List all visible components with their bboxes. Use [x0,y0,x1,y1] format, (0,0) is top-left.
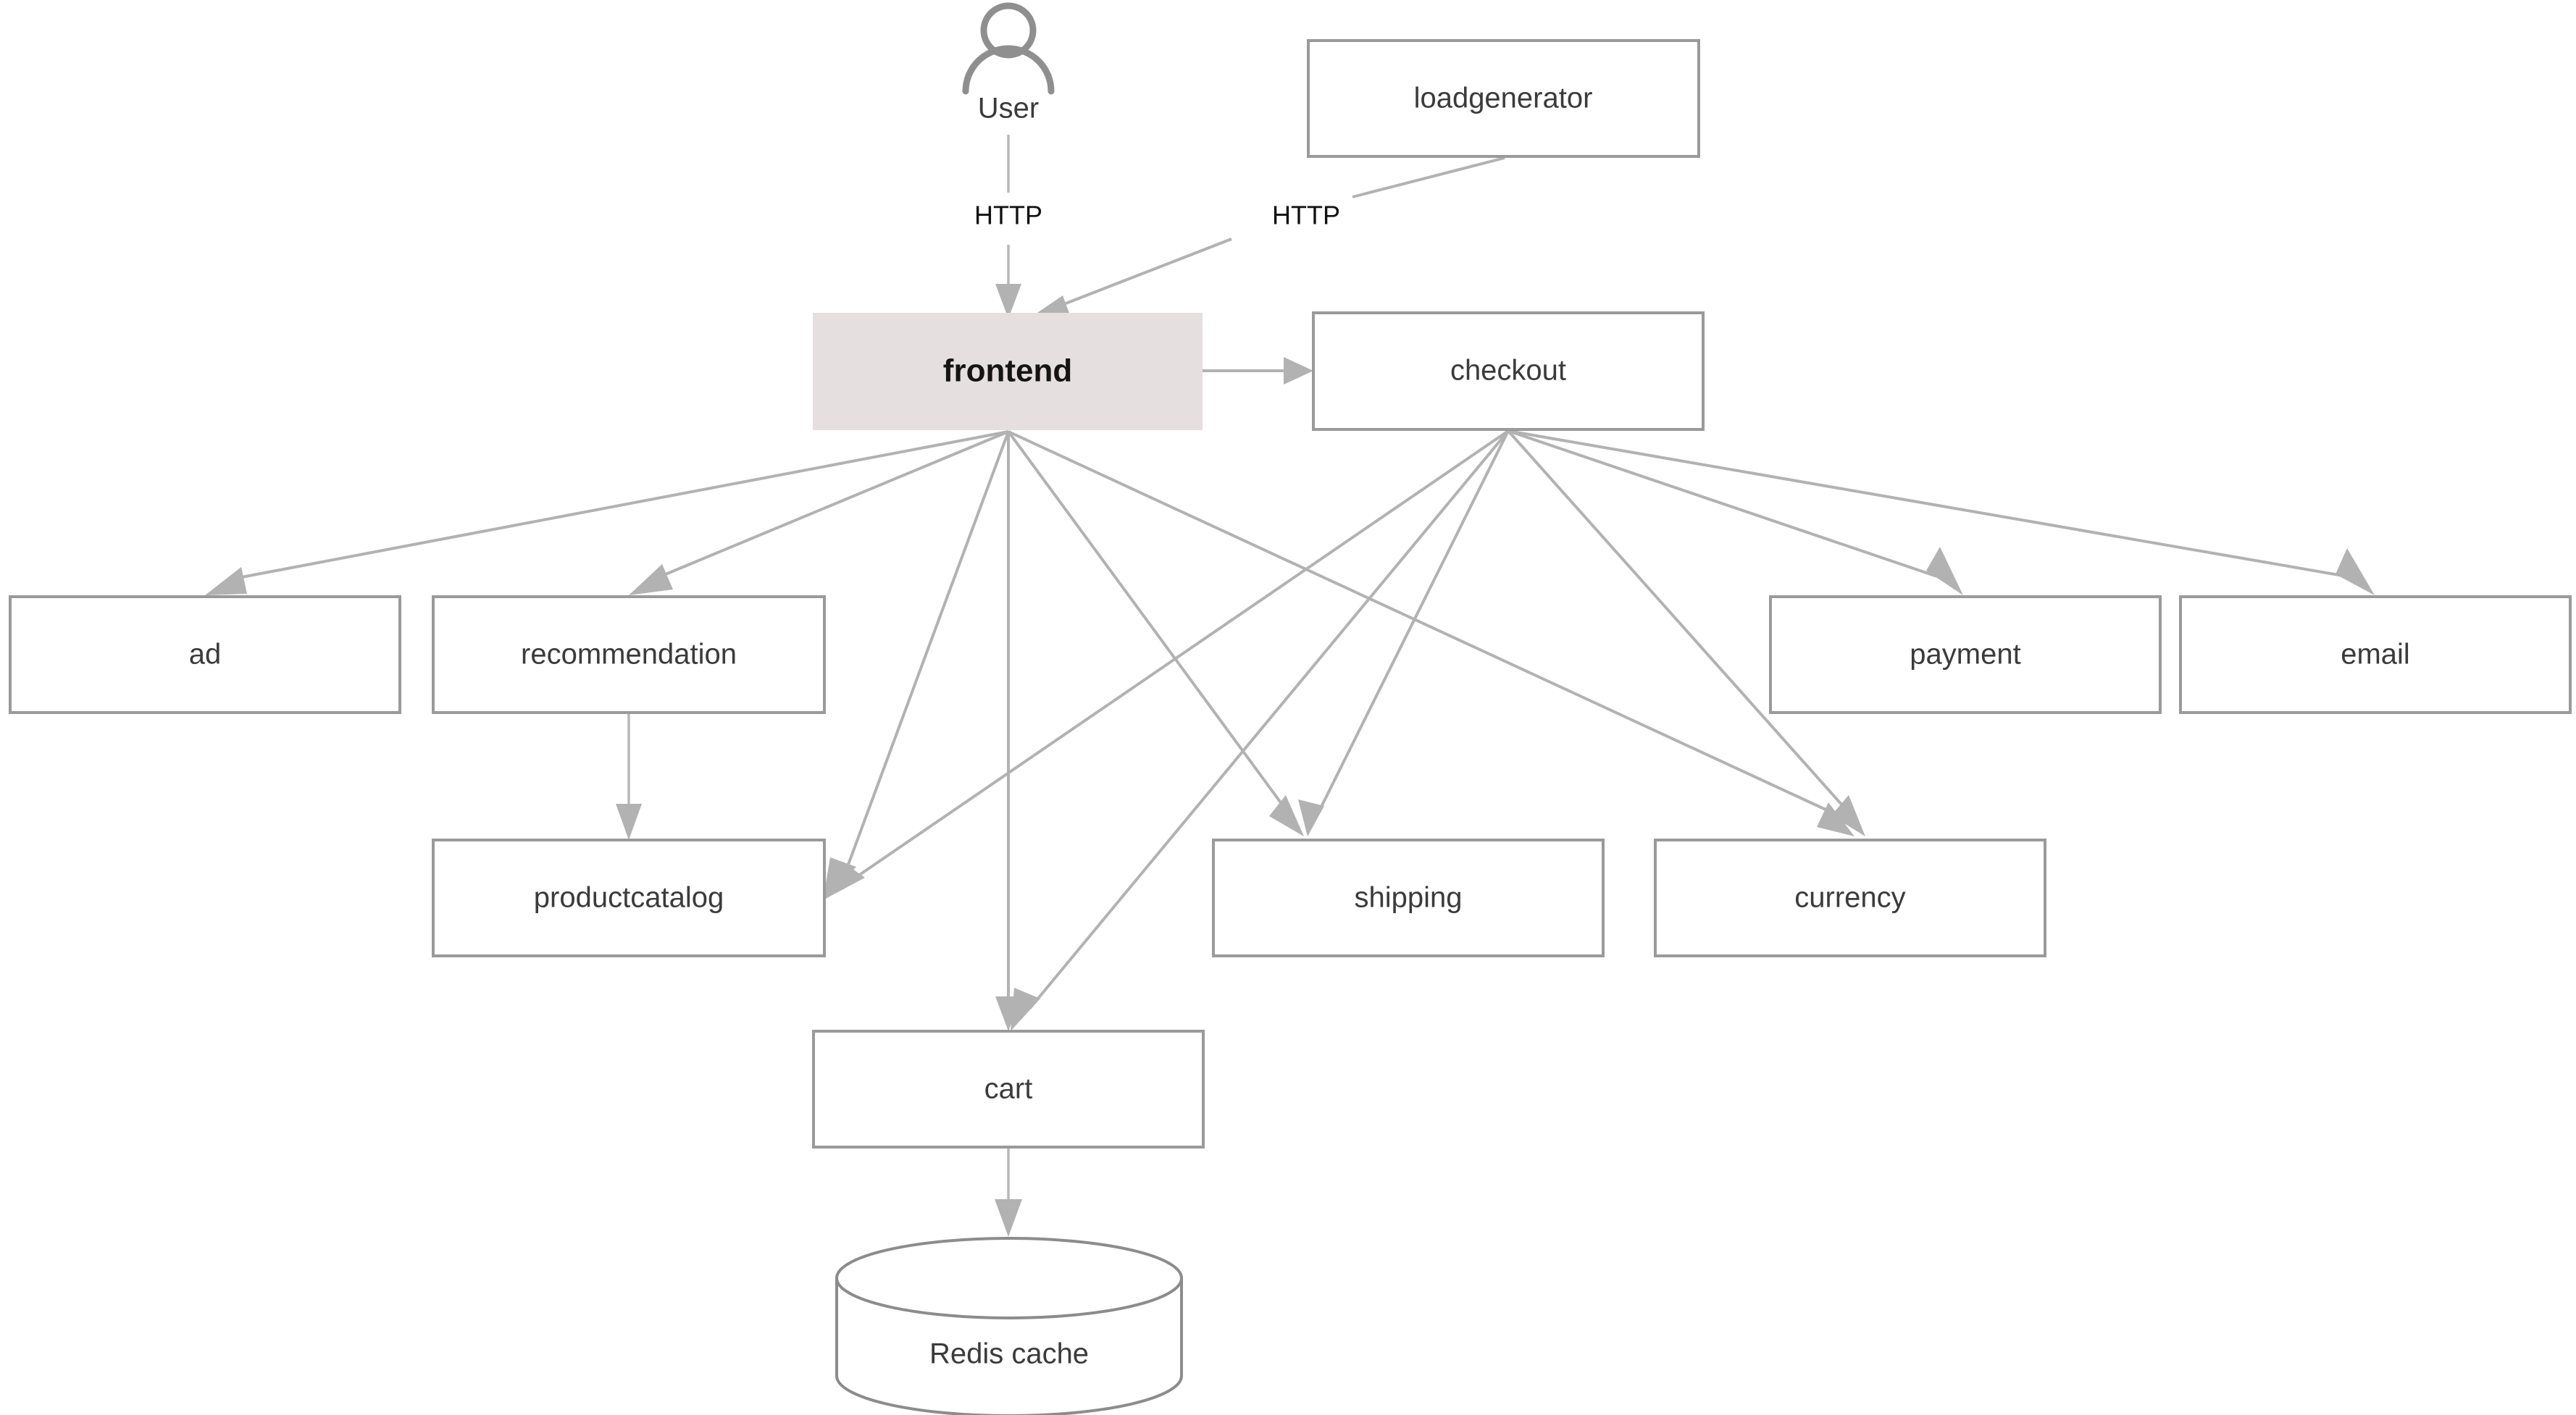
user-label: User [978,93,1039,125]
edge-cart-to-rediscache [995,1148,1022,1237]
node-label-checkout: checkout [1450,355,1566,387]
node-checkout[interactable]: checkout [1312,311,1705,431]
edge-loadgenerator-to-frontend [1029,156,1505,321]
node-label-currency: currency [1794,882,1905,914]
node-productcatalog[interactable]: productcatalog [432,839,826,957]
node-rediscache[interactable]: Redis cache [835,1237,1183,1415]
node-payment[interactable]: payment [1769,595,2162,714]
node-label-payment: payment [1910,639,2020,671]
node-label-loadgenerator: loadgenerator [1414,83,1593,114]
node-frontend[interactable]: frontend [813,313,1203,430]
edge-label-loadgenerator-http: HTTP [1272,201,1340,230]
edge-frontend-to-checkout [1203,357,1313,385]
edge-checkout-to-email [1507,429,2375,595]
node-label-ad: ad [189,639,222,671]
edge-frontend-to-productcatalog [823,431,1010,900]
edge-frontend-to-currency [1008,430,1854,836]
node-label-rediscache: Redis cache [929,1338,1089,1370]
user-icon [962,2,1055,95]
node-label-cart: cart [984,1073,1033,1105]
node-cart[interactable]: cart [812,1030,1205,1149]
edge-checkout-to-productcatalog [823,429,1510,900]
edge-frontend-to-recommendation [629,430,1009,595]
node-ad[interactable]: ad [9,595,401,714]
edge-checkout-to-payment [1507,429,1963,595]
node-email[interactable]: email [2179,595,2572,714]
node-shipping[interactable]: shipping [1212,839,1605,957]
node-label-shipping: shipping [1354,882,1462,914]
edge-frontend-to-ad [205,430,1009,595]
edge-label-user-http: HTTP [974,201,1042,230]
node-label-frontend: frontend [943,353,1072,389]
edge-frontend-to-shipping [1007,430,1304,836]
node-label-recommendation: recommendation [521,639,737,671]
node-label-productcatalog: productcatalog [534,882,724,914]
edge-frontend-to-cart [995,432,1021,1031]
edge-recommendation-to-productcatalog [616,714,642,840]
edge-checkout-to-currency [1507,429,1865,836]
node-recommendation[interactable]: recommendation [432,595,826,714]
edge-checkout-to-shipping [1298,430,1510,836]
edge-checkout-to-cart [1011,429,1510,1031]
user-actor: User [962,2,1055,125]
edge-user-to-frontend [995,135,1021,319]
node-loadgenerator[interactable]: loadgenerator [1307,39,1700,158]
node-label-email: email [2341,639,2410,671]
node-currency[interactable]: currency [1654,839,2046,957]
